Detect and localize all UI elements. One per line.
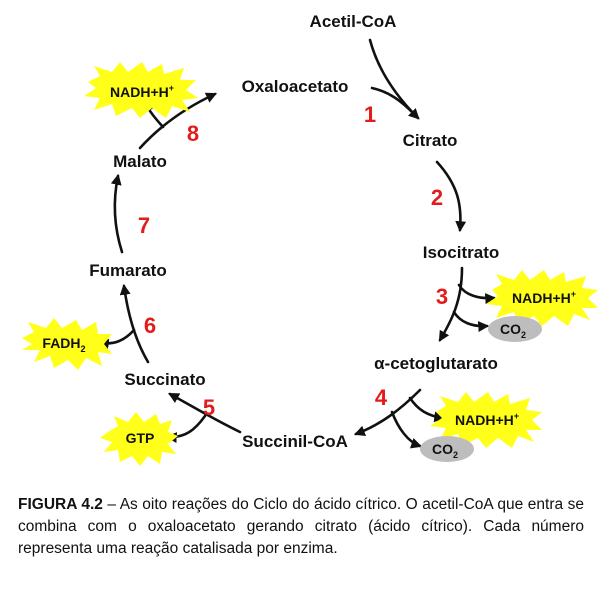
co2-bubble-3	[488, 316, 542, 342]
product-co2-3: CO2	[500, 321, 526, 340]
product-co2-4: CO2	[432, 441, 458, 460]
burst-nadh-3	[486, 270, 598, 326]
product-nadh-8: NADH+H+	[110, 83, 174, 100]
node-alfa-cetoglutarato: α-cetoglutarato	[374, 354, 498, 373]
burst-gtp-5	[100, 412, 178, 466]
burst-nadh-4	[430, 392, 542, 448]
arrow-step-3	[438, 266, 464, 342]
product-gtp-5: GTP	[126, 430, 155, 446]
burst-nadh-8	[84, 62, 198, 118]
arrow-step-8	[138, 92, 217, 150]
step-number-2: 2	[431, 185, 443, 210]
step-number-6: 6	[144, 313, 156, 338]
node-malato: Malato	[113, 152, 167, 171]
product-nadh-4: NADH+H+	[455, 411, 519, 428]
arrow-step-1	[368, 38, 420, 120]
node-succinil-coa: Succinil-CoA	[242, 432, 348, 451]
step-number-4: 4	[375, 385, 388, 410]
node-citrato: Citrato	[403, 131, 458, 150]
arrow-step-4	[353, 388, 422, 437]
citric-acid-cycle-diagram: Acetil-CoA Citrato Isocitrato α-cetoglut…	[22, 12, 598, 466]
node-oxaloacetato: Oxaloacetato	[242, 77, 349, 96]
product-nadh-3: NADH+H+	[512, 289, 576, 306]
arrow-oxaloacetato-to-citrato	[370, 86, 414, 114]
arrow-step-5-gtp	[165, 414, 207, 443]
arrow-step-2	[435, 160, 467, 233]
arrow-step-3-nadh	[457, 283, 497, 304]
arrow-step-3-co2	[452, 310, 490, 333]
node-succinato: Succinato	[124, 370, 205, 389]
arrow-step-5	[168, 392, 242, 434]
node-fumarato: Fumarato	[89, 261, 166, 280]
arrow-step-6	[119, 283, 150, 364]
figure-caption: FIGURA 4.2 – As oito reações do Ciclo do…	[18, 494, 584, 560]
step-number-3: 3	[436, 284, 448, 309]
co2-bubble-4	[420, 436, 474, 462]
arrow-step-7	[110, 173, 124, 254]
figure-caption-text: – As oito reações do Ciclo do ácido cítr…	[18, 496, 584, 557]
arrow-step-4-nadh	[408, 396, 446, 423]
burst-fadh2-6	[22, 318, 112, 370]
step-number-8: 8	[187, 121, 199, 146]
figure-caption-label: FIGURA 4.2	[18, 496, 103, 513]
product-fadh2-6: FADH2	[42, 335, 85, 354]
step-number-5: 5	[203, 395, 215, 420]
arrow-step-4-co2	[390, 410, 423, 449]
step-number-7: 7	[138, 213, 150, 238]
node-isocitrato: Isocitrato	[423, 243, 500, 262]
node-acetil-coa: Acetil-CoA	[310, 12, 397, 31]
step-number-1: 1	[364, 102, 376, 127]
